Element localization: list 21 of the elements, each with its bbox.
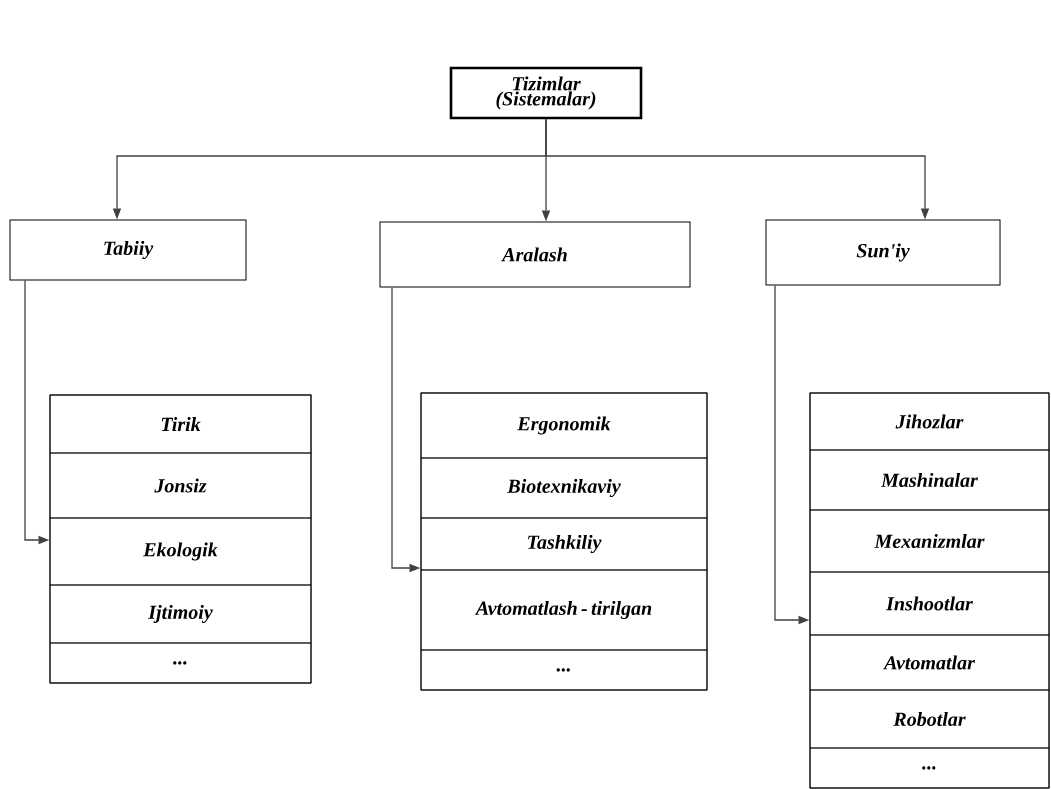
list-row: Mashinalar bbox=[809, 449, 1050, 511]
list-row: ... bbox=[809, 747, 1050, 789]
list-row: Ekologik bbox=[49, 517, 312, 586]
list-row: Biotexnikaviy bbox=[420, 457, 708, 519]
list-row: Tashkiliy bbox=[420, 517, 708, 571]
list-row: Avtomatlar bbox=[809, 634, 1050, 691]
category-box: Aralash bbox=[379, 221, 691, 288]
list-row: Tirik bbox=[49, 394, 312, 454]
category-box: Tabiiy bbox=[9, 219, 247, 281]
list-row: Jonsiz bbox=[49, 452, 312, 519]
list-row: Ijtimoiy bbox=[49, 584, 312, 644]
list-row: Avtomatlash - tirilgan bbox=[420, 569, 708, 651]
list-row: Inshootlar bbox=[809, 571, 1050, 636]
list-row: Jihozlar bbox=[809, 392, 1050, 451]
list-row: Ergonomik bbox=[420, 392, 708, 459]
root-box: Tizimlar (Sistemalar) bbox=[449, 66, 643, 120]
list-row: ... bbox=[420, 649, 708, 691]
list-row: ... bbox=[49, 642, 312, 684]
list-row: Mexanizmlar bbox=[809, 509, 1050, 573]
list-row: Robotlar bbox=[809, 689, 1050, 749]
category-box: Sun'iy bbox=[765, 219, 1001, 286]
